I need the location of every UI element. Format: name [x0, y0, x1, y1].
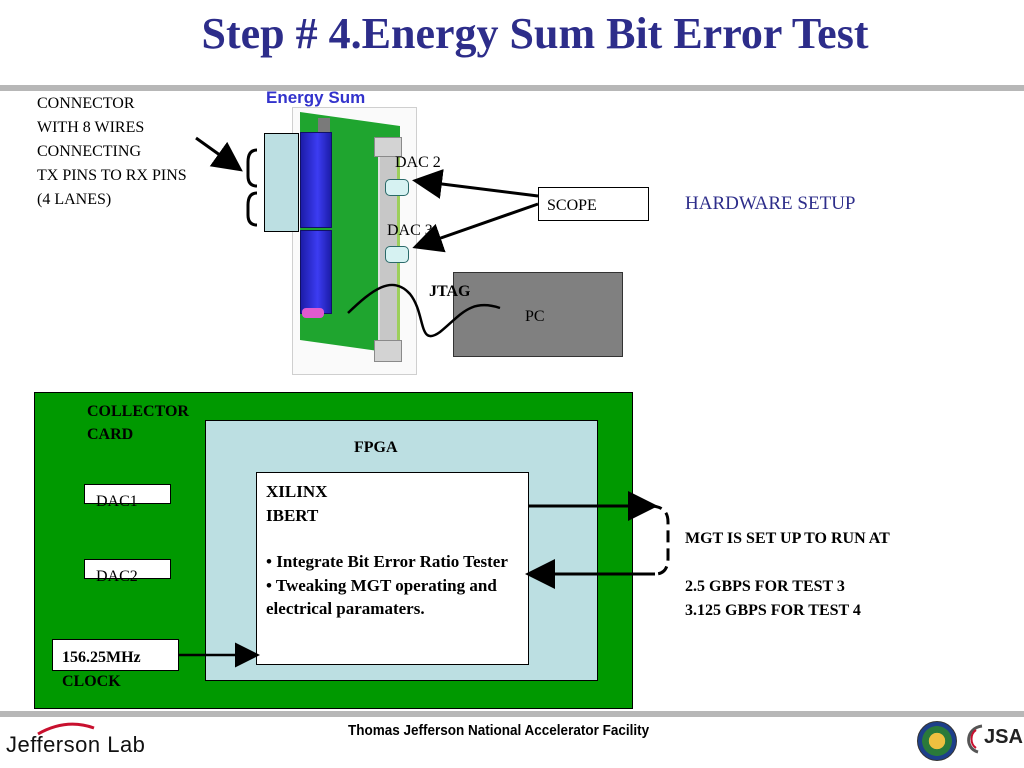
hardware-setup-label: HARDWARE SETUP [685, 193, 856, 214]
page-title: Step # 4.Energy Sum Bit Error Test [201, 9, 869, 58]
connector-box [264, 133, 299, 232]
hardware-connections [195, 136, 539, 338]
jtag-cable [347, 283, 501, 338]
jsa-swirl-icon [967, 724, 983, 754]
connector-arrow [195, 136, 243, 172]
dac3-connector [385, 246, 409, 263]
scope-to-dac3-arrow [412, 202, 539, 253]
pc-label: PC [525, 308, 545, 325]
collector-label: COLLECTOR CARD [87, 403, 189, 443]
bracket-lower [246, 191, 258, 227]
dac2-block-label: DAC2 [96, 568, 138, 585]
board-bracket-top [374, 137, 402, 157]
connector-note: CONNECTOR WITH 8 WIRES CONNECTING TX PIN… [37, 95, 187, 208]
jsa-logo: JSA [962, 722, 1023, 758]
board-bracket-bottom [374, 340, 402, 362]
board-connector-top [300, 132, 332, 228]
header-divider [0, 85, 1024, 91]
dac2-label: DAC 2 [395, 154, 441, 171]
scope-to-dac2-arrow [412, 169, 539, 199]
dac2-connector [385, 179, 409, 196]
board-connector-pink [302, 308, 324, 318]
dac1-box [84, 484, 171, 504]
loopback-bracket [649, 504, 670, 576]
facility-name: Thomas Jefferson National Accelerator Fa… [348, 722, 650, 739]
scope-label: SCOPE [547, 197, 597, 214]
dac1-label: DAC1 [96, 493, 138, 510]
mgt-note: MGT IS SET UP TO RUN AT 2.5 GBPS FOR TES… [685, 530, 890, 619]
ibert-text: XILINX IBERT • Integrate Bit Error Ratio… [266, 482, 508, 618]
board-connector-bottom [300, 230, 332, 314]
ibert-block [256, 472, 529, 665]
board-connector-pink-top [318, 118, 330, 132]
clock-label: 156.25MHz CLOCK [62, 649, 141, 690]
fpga-label: FPGA [354, 439, 398, 456]
jefferson-lab-logo: Jefferson Lab [6, 722, 166, 762]
jtag-label: JTAG [429, 283, 471, 300]
pc-box [453, 272, 623, 357]
dac2-box [84, 559, 171, 579]
board-label: Energy Sum [266, 88, 366, 107]
scope-box [538, 187, 649, 221]
clock-box [52, 639, 179, 671]
doe-seal-icon [917, 721, 957, 761]
bracket-upper [246, 148, 258, 188]
footer-divider [0, 711, 1024, 717]
lab-swoosh-icon [37, 722, 95, 736]
